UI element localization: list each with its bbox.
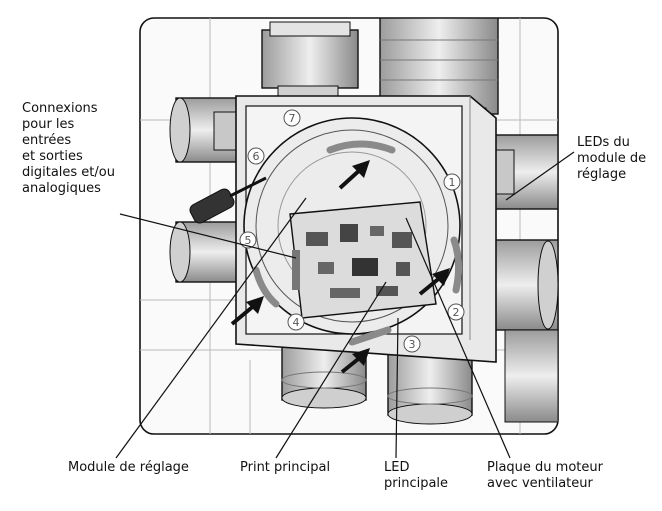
label-connexions-line-1: Connexions	[22, 101, 98, 116]
label-connexions-line-4: et sorties	[22, 149, 83, 164]
label-connexions-line-6: analogiques	[22, 181, 101, 196]
leader-plaque-moteur	[405, 217, 511, 459]
label-module-reglage: Module de réglage	[68, 460, 189, 475]
label-connexions-line-3: entrées	[22, 133, 72, 148]
arrow-right	[418, 268, 450, 296]
leader-print-principal	[275, 281, 387, 459]
label-leds-module-line-3: réglage	[577, 167, 627, 182]
panel-number-2: 2	[453, 306, 460, 319]
duct-left-upper	[169, 97, 241, 163]
arrow-bottom	[340, 348, 370, 374]
label-leds-module-line-2: module de	[577, 151, 647, 166]
panel-number-6: 6	[253, 150, 260, 163]
pointer-arrows	[230, 160, 450, 374]
panel-number-7: 7	[289, 112, 296, 125]
label-connexions: Connexions pour les entrées et sorties d…	[22, 101, 115, 197]
led-strip-highlights	[252, 140, 463, 346]
arrow-top	[338, 160, 370, 190]
duct-left-lower	[169, 221, 241, 283]
leader-module-reglage	[115, 197, 307, 459]
label-leds-module: LEDs du module de réglage	[577, 135, 646, 183]
label-led-principale-line-2: principale	[384, 476, 449, 491]
label-connexions-line-2: pour les	[22, 117, 75, 132]
screwdriver	[189, 176, 267, 224]
arrow-left	[230, 296, 264, 326]
duct-right-upper	[489, 134, 558, 210]
leader-connexions	[119, 213, 297, 259]
leader-led-principale	[395, 317, 399, 459]
panel-number-1: 1	[449, 176, 456, 189]
label-plaque-moteur: Plaque du moteur avec ventilateur	[487, 460, 603, 492]
main-pcb	[289, 201, 437, 319]
label-connexions-line-5: digitales et/ou	[22, 165, 115, 180]
label-led-principale: LED principale	[384, 460, 448, 492]
label-plaque-moteur-line-1: Plaque du moteur	[487, 460, 603, 475]
leader-leds-module	[505, 151, 575, 201]
panel-number-markers: 7 6 5 4 3 2 1	[239, 109, 465, 353]
label-plaque-moteur-line-2: avec ventilateur	[487, 476, 593, 491]
panel-number-4: 4	[293, 316, 300, 329]
leader-lines	[115, 151, 575, 459]
panel-number-5: 5	[245, 234, 252, 247]
panel-number-3: 3	[409, 338, 416, 351]
label-leds-module-line-1: LEDs du	[577, 135, 630, 150]
label-led-principale-line-1: LED	[384, 460, 410, 475]
label-print-principal: Print principal	[240, 460, 331, 475]
